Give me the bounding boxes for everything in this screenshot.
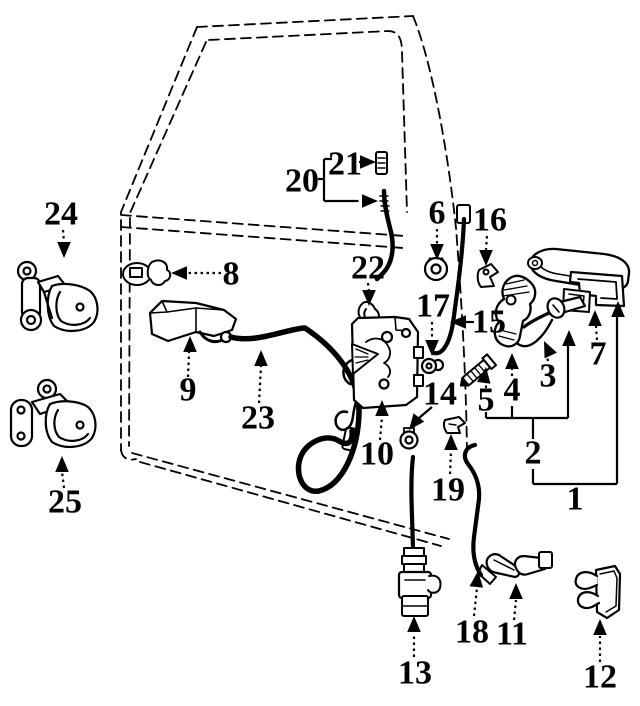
callout-number: 1 — [567, 481, 584, 518]
callout-number: 17 — [416, 288, 450, 325]
callout-13: 13 — [398, 616, 432, 692]
callout-21: 21 — [328, 146, 376, 183]
callout-number: 15 — [472, 304, 506, 341]
part-upper-hinge — [16, 260, 99, 332]
callout-arrowhead — [469, 571, 484, 588]
callout-1: 1 — [531, 301, 625, 518]
callout-arrowhead — [362, 194, 378, 208]
callout-22: 22 — [351, 250, 385, 306]
callout-number: 14 — [423, 376, 457, 413]
callout-arrowhead — [57, 242, 71, 258]
part-release-cable — [228, 325, 362, 494]
callout-arrowhead — [409, 413, 425, 430]
callout-arrowhead — [477, 367, 491, 384]
part-handle-rod — [431, 204, 471, 356]
callout-arrowhead — [544, 341, 557, 359]
callout-arrowhead — [407, 616, 421, 632]
callout-17: 17 — [416, 288, 450, 356]
part-pin-17 — [420, 357, 445, 375]
part-inside-handle — [148, 299, 238, 344]
part-clip-19 — [442, 416, 466, 434]
callout-arrowhead — [183, 336, 197, 352]
callout-number: 7 — [590, 336, 607, 373]
part-lower-hinge — [9, 378, 97, 448]
callout-number: 5 — [478, 382, 495, 419]
callout-4: 4 — [504, 353, 521, 409]
callout-20: 20 — [285, 157, 378, 208]
callout-11: 11 — [496, 583, 528, 653]
callout-arrowhead — [55, 456, 69, 472]
callout-arrowhead — [509, 583, 523, 599]
callout-number: 24 — [44, 196, 78, 233]
callout-arrowhead — [171, 266, 187, 280]
callout-arrowhead — [444, 434, 458, 450]
callout-number: 8 — [223, 256, 240, 293]
callout-10: 10 — [360, 400, 394, 473]
callout-number: 23 — [241, 400, 275, 437]
callout-arrowhead — [362, 290, 376, 306]
callout-12: 12 — [583, 619, 617, 696]
callout-number: 21 — [328, 146, 362, 183]
callout-number: 22 — [351, 250, 385, 287]
callout-number: 9 — [180, 372, 197, 409]
callout-number: 3 — [540, 358, 557, 395]
callout-23: 23 — [241, 350, 275, 437]
part-bent-rod — [462, 442, 497, 585]
callout-number: 10 — [360, 436, 394, 473]
callout-14: 14 — [409, 376, 457, 430]
callout-arrowhead — [430, 244, 444, 260]
part-lock-cylinder — [516, 295, 587, 348]
callout-number: 20 — [285, 163, 319, 200]
callout-arrowhead — [479, 250, 493, 266]
callout-2: 2 — [484, 330, 576, 472]
callout-25: 25 — [48, 456, 82, 521]
callout-number: 6 — [429, 195, 446, 232]
callout-18: 18 — [455, 571, 489, 651]
part-grommet — [399, 427, 419, 450]
callout-arrowhead — [360, 155, 376, 169]
callout-number: 13 — [398, 655, 432, 692]
part-clip-16 — [476, 263, 499, 288]
door-outline — [120, 15, 468, 547]
part-bell-crank — [493, 274, 537, 348]
part-nut — [423, 256, 449, 282]
callout-arrowhead — [450, 315, 466, 329]
part-lock-actuator — [397, 454, 442, 617]
callout-arrowhead — [505, 353, 519, 369]
callout-3: 3 — [540, 341, 557, 395]
callout-number: 11 — [496, 616, 528, 653]
callout-arrowhead — [562, 330, 576, 346]
callout-arrowhead — [588, 310, 602, 326]
callout-arrowhead — [254, 350, 268, 366]
callout-19: 19 — [431, 434, 465, 509]
callout-number: 4 — [504, 372, 521, 409]
callout-number: 19 — [431, 472, 465, 509]
part-striker-clip — [122, 259, 172, 286]
part-bolt — [459, 353, 498, 387]
part-retainer-clip — [574, 564, 622, 620]
callout-7: 7 — [588, 310, 607, 373]
part-door-latch — [334, 315, 424, 432]
part-elbow-link — [485, 551, 553, 579]
callout-arrowhead — [425, 340, 439, 356]
callout-16: 16 — [473, 202, 507, 266]
callout-number: 2 — [525, 435, 542, 472]
callout-9: 9 — [180, 336, 197, 409]
callout-number: 18 — [455, 614, 489, 651]
part-window-rod — [374, 188, 395, 282]
callout-6: 6 — [429, 195, 446, 260]
callout-number: 25 — [48, 484, 82, 521]
callout-number: 12 — [583, 659, 617, 696]
part-rod-clip — [375, 151, 388, 175]
callout-arrowhead — [611, 301, 625, 317]
callout-8: 8 — [171, 256, 240, 293]
callout-number: 16 — [473, 202, 507, 239]
callout-24: 24 — [44, 196, 78, 258]
callout-arrowhead — [375, 400, 389, 416]
callout-arrowhead — [593, 619, 607, 635]
callout-5: 5 — [477, 367, 495, 419]
callout-15: 15 — [450, 304, 506, 341]
